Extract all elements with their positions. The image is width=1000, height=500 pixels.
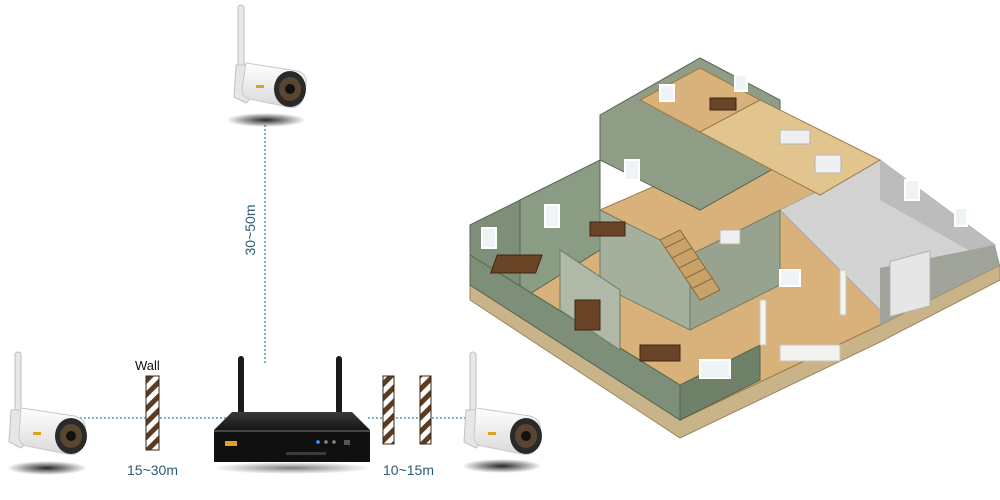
wall-label: Wall: [135, 358, 160, 373]
vertical-distance-label: 30~50m: [242, 204, 258, 256]
wifi-bullet-camera-icon: [462, 351, 542, 473]
left-distance-label: 15~30m: [127, 462, 178, 478]
stairs: [659, 229, 721, 301]
wireless-nvr-icon: [212, 356, 372, 474]
right-distance-label: 10~15m: [383, 462, 434, 478]
house-cutaway-illustration: [469, 57, 1000, 439]
wall-right-1: [382, 375, 395, 445]
nvr-brand-mark: [225, 441, 237, 446]
wall-right-2: [419, 375, 432, 445]
wifi-bullet-camera-icon: [7, 351, 87, 475]
link-lines: [80, 125, 470, 419]
wifi-bullet-camera-icon: [226, 4, 307, 127]
wall-left: [145, 375, 160, 451]
